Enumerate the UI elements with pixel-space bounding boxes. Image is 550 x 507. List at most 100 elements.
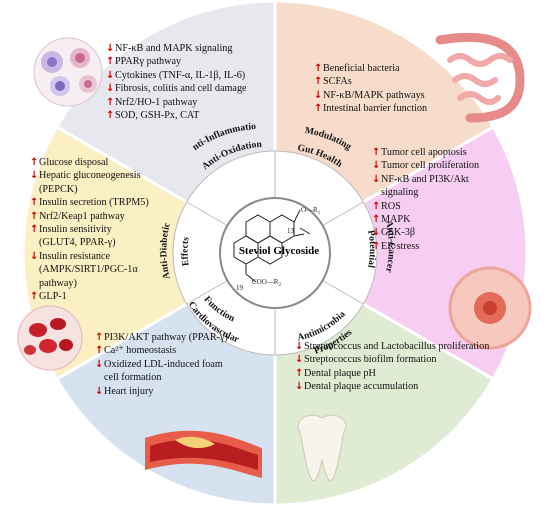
down-arrow-icon: ↓ [30,250,39,262]
list-item: ↑Intestinal barrier function [314,102,427,115]
list-item-text: Ca²⁺ homeostasis [104,345,177,357]
down-arrow-icon: ↓ [372,227,381,239]
list-item-text: GLP-1 [39,291,67,303]
list-item-text: signaling [381,187,419,199]
list-item-text: Beneficial bacteria [323,63,400,74]
list-item: ↓Dental plaque accumulation [295,380,489,393]
ring-divider [322,280,364,305]
list-item: ↓Streptococcus and Lactobacillus prolife… [295,340,489,353]
down-arrow-icon: ↓ [30,170,39,182]
list-item: ↓Heart injury [95,385,228,398]
list-item-text: Tumor cell apoptosis [381,147,467,158]
steviol-molecule: O—R1 13 19 COO—R2 [233,206,321,292]
up-arrow-icon: ↑ [372,240,381,252]
up-arrow-icon: ↑ [30,157,39,168]
up-arrow-icon: ↑ [314,76,323,88]
list-item: ↓GSK-3β [372,226,479,239]
list-item: ↑PI3K/AKT pathway (PPAR-γ) [95,331,228,344]
list-item: (AMPK/SIRT1/PGC-1α [30,263,149,276]
up-arrow-icon: ↑ [106,56,115,68]
mol-c13-label: 13 [287,227,295,235]
up-arrow-icon: ↑ [314,63,323,74]
down-arrow-icon: ↓ [314,89,323,101]
list-item-text: Glucose disposal [39,157,109,168]
list-antimicrobial: ↓Streptococcus and Lactobacillus prolife… [295,340,489,394]
ring-divider [186,280,228,305]
down-arrow-icon: ↓ [106,69,115,81]
up-arrow-icon: ↑ [30,197,39,209]
list-item: ↓Cytokines (TNF-α, IL-1β, IL-6) [106,69,247,82]
list-item: signaling [372,186,479,199]
ring-divider [186,201,228,226]
up-arrow-icon: ↑ [30,224,39,236]
list-item: ↑ROS [372,200,479,213]
label-cancer-1: Anti-Cancer [383,219,397,274]
list-item-text: Cytokines (TNF-α, IL-1β, IL-6) [115,69,246,81]
list-item-text: ROS [381,200,401,212]
list-item: ↑SCFAs [314,75,427,88]
list-item: cell formation [95,371,228,384]
list-item: ↓Fibrosis, colitis and cell damage [106,82,247,95]
center-title: Steviol Glycoside [238,245,320,257]
down-arrow-icon: ↓ [106,83,115,95]
list-item-text: PPARγ pathway [115,56,182,68]
down-arrow-icon: ↓ [295,341,304,352]
list-item: ↓NF-κB and MAPK signaling [106,42,247,55]
list-item: ↑SOD, GSH-Px, CAT [106,109,247,122]
list-item-text: SOD, GSH-Px, CAT [115,110,200,122]
down-arrow-icon: ↓ [372,173,381,185]
list-item: ↑MAPK [372,213,479,226]
list-item: ↓Streptococcus biofilm formation [295,353,489,366]
list-item-text: (PEPCK) [39,183,78,195]
list-item-text: Nrf2/HO-1 pathway [115,96,198,108]
up-arrow-icon: ↑ [295,367,304,379]
list-item-text: Hepatic gluconeogenesis [39,170,141,182]
list-item-text: cell formation [104,372,162,384]
list-item-text: NF-κB/MAPK pathways [323,89,425,101]
list-item-text: Streptococcus biofilm formation [304,354,437,366]
list-item: ↑Beneficial bacteria [314,62,427,75]
list-anti-cancer: ↑Tumor cell apoptosis↓Tumor cell prolife… [372,146,479,253]
down-arrow-icon: ↓ [95,358,104,370]
down-arrow-icon: ↓ [106,43,115,54]
list-item: ↑Glucose disposal [30,156,149,169]
red-blood-cells-illustration [17,305,83,371]
list-item-text: Fibrosis, colitis and cell damage [115,83,247,95]
list-item: ↑GLP-1 [30,290,149,303]
up-arrow-icon: ↑ [30,210,39,222]
list-item-text: Intestinal barrier function [323,103,428,115]
down-arrow-icon: ↓ [295,354,304,366]
list-item: pathway) [30,277,149,290]
list-item-text: Dental plaque accumulation [304,381,419,393]
down-arrow-icon: ↓ [295,381,304,393]
list-item-text: NF-κB and MAPK signaling [115,43,233,54]
list-item-text: SCFAs [323,76,352,88]
list-cardiovascular: ↑PI3K/AKT pathway (PPAR-γ)↑Ca²⁺ homeosta… [95,331,228,398]
list-item-text: (AMPK/SIRT1/PGC-1α [39,264,138,276]
list-item: ↑Nrf2/HO-1 pathway [106,96,247,109]
label-diabetic-2: Effects [180,236,192,267]
artery-plaque-illustration [145,430,262,478]
up-arrow-icon: ↑ [30,291,39,303]
list-item-text: ER stress [381,240,420,252]
list-item: ↑ER stress [372,240,479,253]
label-cancer-2: Potential [365,229,378,269]
tumor-cell-illustration [448,266,532,350]
list-item-text: MAPK [381,214,411,226]
list-item: ↓Tumor cell proliferation [372,159,479,172]
list-item-text: GSK-3β [381,227,416,239]
list-item: ↓NF-κB and PI3K/Akt [372,173,479,186]
up-arrow-icon: ↑ [314,103,323,115]
list-item: ↓Oxidized LDL-induced foam [95,358,228,371]
intestine-illustration [435,32,525,123]
list-item-text: Insulin secretion (TRPM5) [39,197,149,209]
list-item: ↑Ca²⁺ homeostasis [95,344,228,357]
up-arrow-icon: ↑ [372,147,381,158]
mol-c19-label: 19 [236,284,244,292]
list-anti-inflammation: ↓NF-κB and MAPK signaling↑PPARγ pathway↓… [106,42,247,122]
center-disc [219,197,331,309]
list-item: ↑Insulin sensitivity [30,223,149,236]
up-arrow-icon: ↑ [95,345,104,357]
up-arrow-icon: ↑ [106,110,115,122]
list-item: ↑Nrf2/Keap1 pathway [30,210,149,223]
